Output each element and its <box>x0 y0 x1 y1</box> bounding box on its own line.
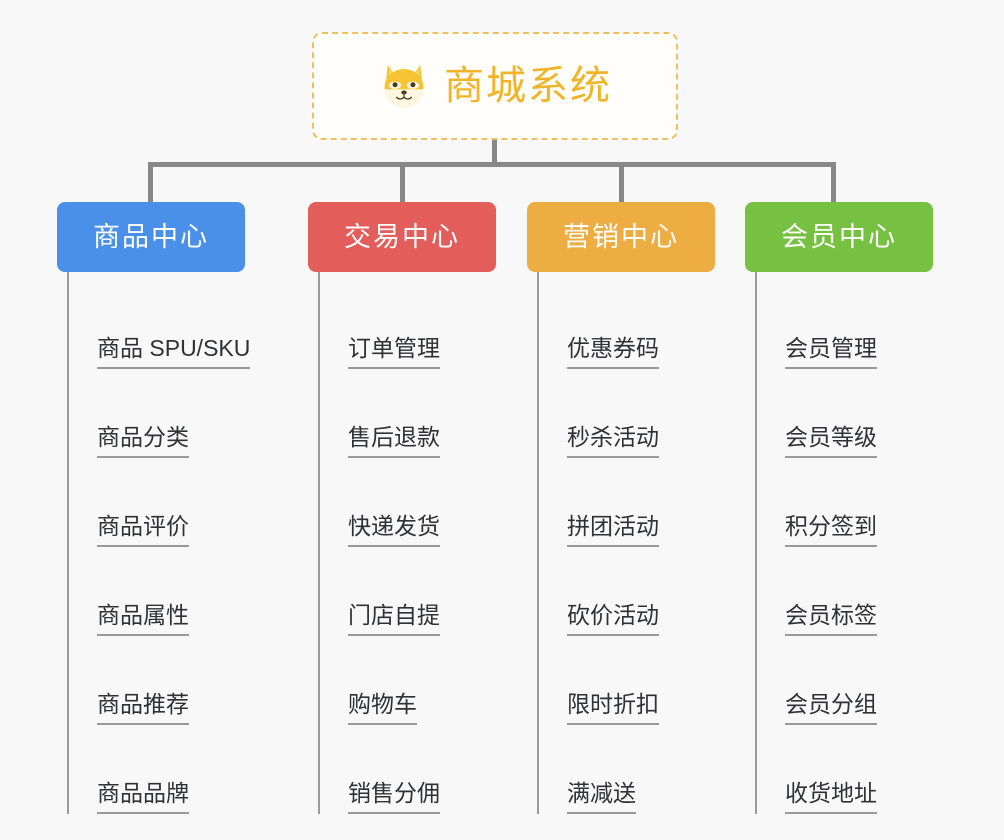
leaf-label: 会员管理 <box>785 334 877 369</box>
category-label-1: 商品中心 <box>93 221 209 252</box>
leaf-label: 砍价活动 <box>567 601 659 636</box>
leaf-label: 快递发货 <box>348 512 440 547</box>
connector-drop-1 <box>148 162 153 202</box>
list-item[interactable]: 积分签到 <box>757 458 933 547</box>
category-header-4[interactable]: 会员中心 <box>745 202 933 272</box>
leaf-list-3: 优惠券码 秒杀活动 拼团活动 砍价活动 限时折扣 满减送 <box>537 272 715 814</box>
category-label-4: 会员中心 <box>781 221 897 252</box>
list-item[interactable]: 拼团活动 <box>539 458 715 547</box>
connector-root-stem <box>492 140 497 164</box>
connector-drop-3 <box>619 162 624 202</box>
category-column-4: 会员中心 会员管理 会员等级 积分签到 会员标签 会员分组 收货地址 <box>745 202 933 814</box>
list-item[interactable]: 会员标签 <box>757 547 933 636</box>
leaf-label: 秒杀活动 <box>567 423 659 458</box>
leaf-label: 会员等级 <box>785 423 877 458</box>
category-header-2[interactable]: 交易中心 <box>308 202 496 272</box>
list-item[interactable]: 商品推荐 <box>69 636 245 725</box>
leaf-label: 限时折扣 <box>567 690 659 725</box>
leaf-label: 商品推荐 <box>97 690 189 725</box>
shiba-dog-icon <box>384 64 424 108</box>
category-column-2: 交易中心 订单管理 售后退款 快递发货 门店自提 购物车 销售分佣 <box>308 202 496 814</box>
list-item[interactable]: 会员分组 <box>757 636 933 725</box>
root-title: 商城系统 <box>444 64 612 108</box>
category-column-1: 商品中心 商品 SPU/SKU 商品分类 商品评价 商品属性 商品推荐 商品品牌 <box>57 202 251 814</box>
leaf-label: 门店自提 <box>348 601 440 636</box>
category-label-2: 交易中心 <box>344 221 460 252</box>
list-item[interactable]: 订单管理 <box>320 280 496 369</box>
leaf-label: 销售分佣 <box>348 779 440 814</box>
category-header-1[interactable]: 商品中心 <box>57 202 245 272</box>
list-item[interactable]: 销售分佣 <box>320 725 496 814</box>
connector-drop-2 <box>400 162 405 202</box>
category-header-3[interactable]: 营销中心 <box>527 202 715 272</box>
category-label-3: 营销中心 <box>563 221 679 252</box>
leaf-label: 商品分类 <box>97 423 189 458</box>
leaf-list-2: 订单管理 售后退款 快递发货 门店自提 购物车 销售分佣 <box>318 272 496 814</box>
list-item[interactable]: 砍价活动 <box>539 547 715 636</box>
leaf-label: 会员分组 <box>785 690 877 725</box>
list-item[interactable]: 收货地址 <box>757 725 933 814</box>
leaf-label: 订单管理 <box>348 334 440 369</box>
leaf-label: 收货地址 <box>785 779 877 814</box>
leaf-label: 优惠券码 <box>567 334 659 369</box>
list-item[interactable]: 快递发货 <box>320 458 496 547</box>
list-item[interactable]: 商品品牌 <box>69 725 245 814</box>
list-item[interactable]: 商品 SPU/SKU <box>69 280 251 369</box>
leaf-label: 商品品牌 <box>97 779 189 814</box>
list-item[interactable]: 购物车 <box>320 636 496 725</box>
list-item[interactable]: 优惠券码 <box>539 280 715 369</box>
leaf-label: 购物车 <box>348 690 417 725</box>
leaf-label: 售后退款 <box>348 423 440 458</box>
list-item[interactable]: 会员等级 <box>757 369 933 458</box>
leaf-label: 商品评价 <box>97 512 189 547</box>
list-item[interactable]: 门店自提 <box>320 547 496 636</box>
leaf-list-1: 商品 SPU/SKU 商品分类 商品评价 商品属性 商品推荐 商品品牌 <box>67 272 251 814</box>
list-item[interactable]: 秒杀活动 <box>539 369 715 458</box>
leaf-label: 商品 SPU/SKU <box>97 334 251 369</box>
leaf-label: 积分签到 <box>785 512 877 547</box>
list-item[interactable]: 限时折扣 <box>539 636 715 725</box>
leaf-label: 拼团活动 <box>567 512 659 547</box>
connector-horizontal-bus <box>148 162 836 167</box>
root-node-shop-system[interactable]: 商城系统 <box>312 32 678 140</box>
list-item[interactable]: 会员管理 <box>757 280 933 369</box>
category-column-3: 营销中心 优惠券码 秒杀活动 拼团活动 砍价活动 限时折扣 满减送 <box>527 202 715 814</box>
leaf-list-4: 会员管理 会员等级 积分签到 会员标签 会员分组 收货地址 <box>755 272 933 814</box>
list-item[interactable]: 商品属性 <box>69 547 245 636</box>
connector-drop-4 <box>831 162 836 202</box>
leaf-label: 满减送 <box>567 779 636 814</box>
leaf-label: 会员标签 <box>785 601 877 636</box>
list-item[interactable]: 商品评价 <box>69 458 245 547</box>
leaf-label: 商品属性 <box>97 601 189 636</box>
list-item[interactable]: 售后退款 <box>320 369 496 458</box>
list-item[interactable]: 满减送 <box>539 725 715 814</box>
list-item[interactable]: 商品分类 <box>69 369 245 458</box>
